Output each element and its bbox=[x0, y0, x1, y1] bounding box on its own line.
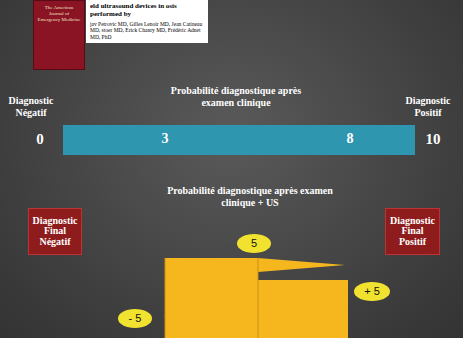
shift-ellipse: - 5 bbox=[118, 309, 152, 328]
block-edge bbox=[258, 258, 259, 338]
text-stack: Diagnostic Final Négatif bbox=[31, 216, 79, 248]
yellow-block bbox=[258, 280, 348, 338]
box-text: Diagnostic Final Positif bbox=[388, 216, 437, 248]
scale-value: 3 bbox=[162, 131, 169, 147]
shift-ellipse: 5 bbox=[237, 234, 271, 253]
callout-number: - 5 bbox=[129, 312, 142, 324]
journal-cover: The American Journal of Emergency Medici… bbox=[33, 0, 85, 70]
shift-wedge bbox=[163, 308, 258, 322]
scale-number: 10 bbox=[418, 131, 448, 148]
box-text: Diagnostic Final Négatif bbox=[31, 216, 79, 248]
scale-value: 8 bbox=[347, 131, 354, 147]
article-header: eld ultrasound devices in osis performed… bbox=[86, 0, 208, 43]
probability-bar: 38 bbox=[63, 125, 415, 155]
box-text: eld ultrasound devices in osis performed… bbox=[90, 2, 204, 19]
callout-number: 5 bbox=[251, 237, 257, 249]
heading: Probabilité diagnostique après examen cl… bbox=[156, 85, 316, 108]
axis-end-label: Diagnostic Négatif bbox=[3, 95, 59, 118]
scale-number: 0 bbox=[28, 131, 52, 148]
block-edge bbox=[165, 258, 166, 338]
text-stack: Diagnostic Final Positif bbox=[388, 216, 437, 248]
shift-ellipse: + 5 bbox=[354, 282, 390, 301]
box-text: The American Journal of Emergency Medici… bbox=[37, 5, 81, 22]
final-diagnosis-box: Diagnostic Final Négatif bbox=[28, 208, 82, 255]
axis-end-label: Diagnostic Positif bbox=[400, 95, 456, 118]
shift-wedge bbox=[258, 258, 345, 272]
callout-number: + 5 bbox=[364, 285, 380, 297]
heading: Probabilité diagnostique après examen cl… bbox=[160, 185, 340, 208]
final-diagnosis-box: Diagnostic Final Positif bbox=[385, 208, 440, 255]
yellow-block bbox=[165, 258, 258, 338]
box-text: jav Petrovic MD, Gilles Lenoir MD, Jean … bbox=[90, 21, 204, 41]
